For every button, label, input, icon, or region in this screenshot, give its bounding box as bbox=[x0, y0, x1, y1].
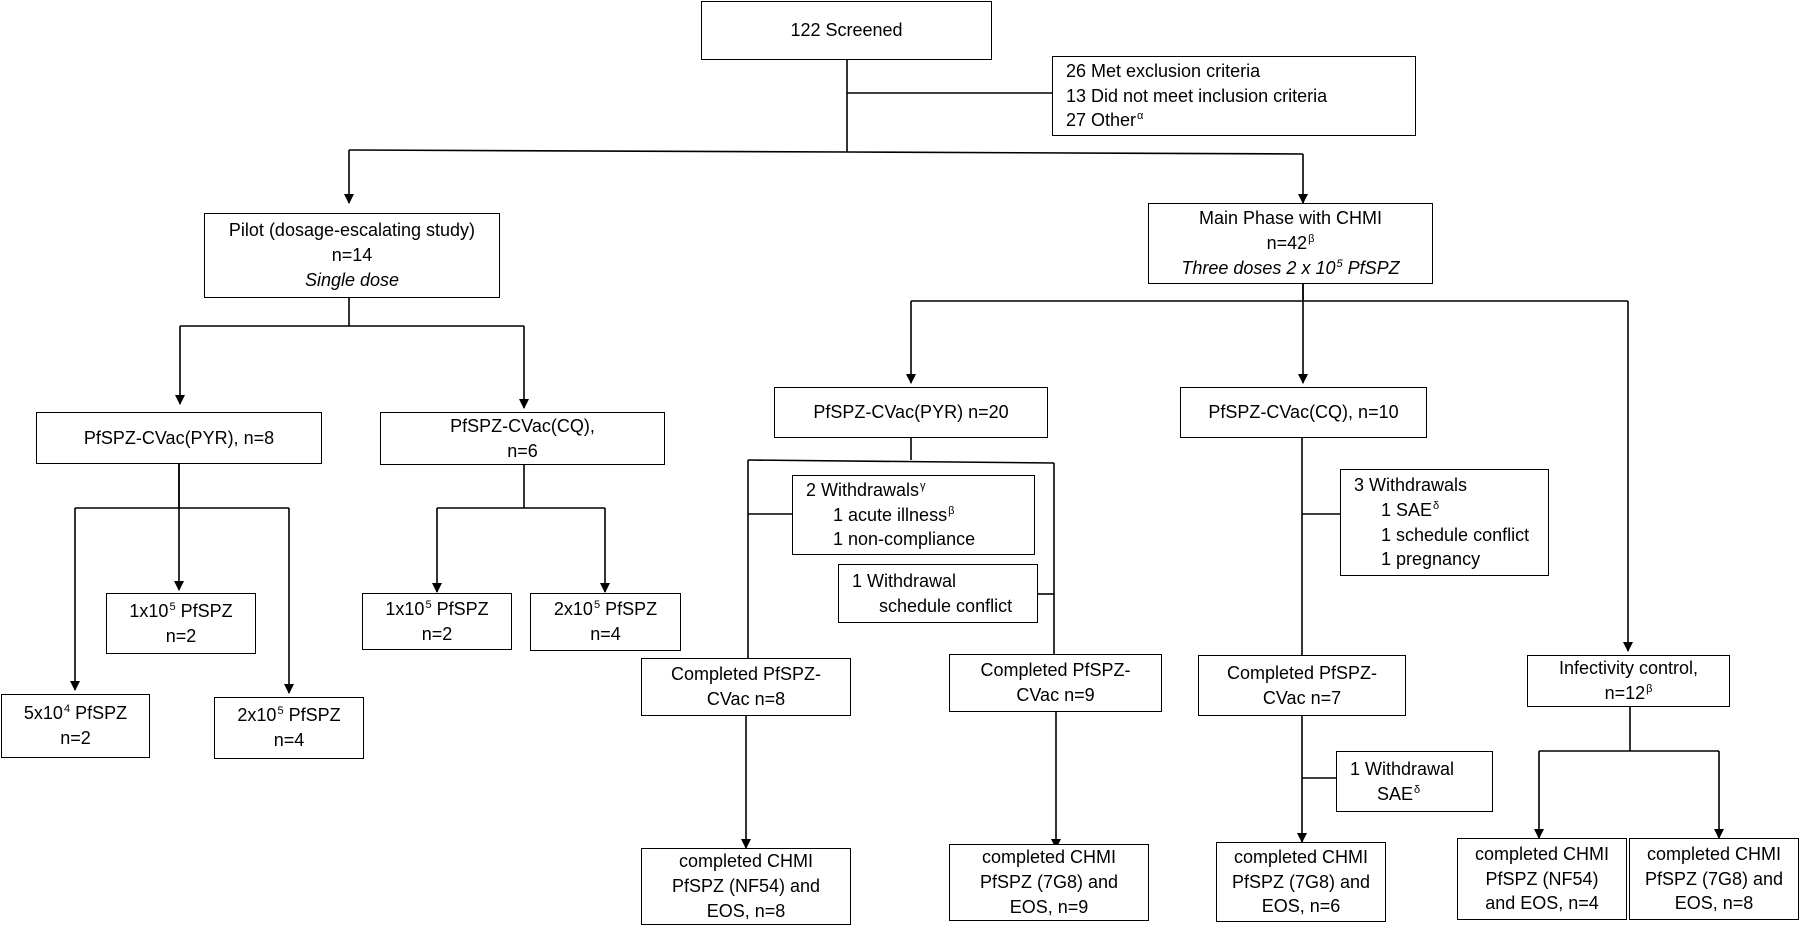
cq-completed-line-1: Completed PfSPZ- bbox=[1226, 662, 1378, 683]
pilot-cq-box: PfSPZ-CVac(CQ), n=6 bbox=[380, 412, 665, 465]
chmi-cq-box: completed CHMI PfSPZ (7G8) and EOS, n=6 bbox=[1216, 842, 1386, 922]
cq-withdrawal2-box: 1 Withdrawal SAEδ bbox=[1336, 751, 1493, 812]
chmi-pyr-b-line-3: EOS, n=9 bbox=[1009, 896, 1089, 917]
cq-withdrawals-line-4: 1 pregnancy bbox=[1381, 549, 1481, 570]
pilot-n: n=14 bbox=[331, 245, 373, 266]
chmi-pyr-a-box: completed CHMI PfSPZ (NF54) and EOS, n=8 bbox=[641, 848, 851, 925]
pyr-withdrawal2-box: 1 Withdrawal schedule conflict bbox=[838, 564, 1038, 623]
cq-1x10-5-n: n=2 bbox=[421, 623, 453, 644]
pyr-2x10-5-box: 2x105 PfSPZ n=4 bbox=[214, 697, 364, 759]
infectivity-line-2: n=12β bbox=[1604, 683, 1653, 703]
pyr-withdrawals-box: 2 Withdrawalsγ 1 acute illnessβ 1 non-co… bbox=[792, 475, 1035, 555]
chmi-inf-a-line-3: and EOS, n=4 bbox=[1485, 893, 1599, 914]
pyr-withdrawals-line-3: 1 non-compliance bbox=[833, 529, 976, 550]
main-cq-label: PfSPZ-CVac(CQ), n=10 bbox=[1208, 402, 1399, 423]
chmi-pyr-a-line-3: EOS, n=8 bbox=[706, 900, 786, 921]
pyr-completed-a-line-1: Completed PfSPZ- bbox=[670, 664, 822, 685]
cq-completed-box: Completed PfSPZ- CVac n=7 bbox=[1198, 655, 1406, 716]
chmi-pyr-b-box: completed CHMI PfSPZ (7G8) and EOS, n=9 bbox=[949, 844, 1149, 921]
exclusions-line-3: 27 Otherα bbox=[1066, 110, 1144, 131]
cq-withdrawals-line-2: 1 SAEδ bbox=[1381, 499, 1440, 520]
pilot-box: Pilot (dosage-escalating study) n=14 Sin… bbox=[204, 213, 500, 298]
main-phase-n: n=42β bbox=[1266, 233, 1315, 254]
cq-1x10-5-box: 1x105 PfSPZ n=2 bbox=[362, 593, 512, 650]
main-pyr-box: PfSPZ-CVac(PYR) n=20 bbox=[774, 387, 1048, 438]
chmi-inf-b-line-3: EOS, n=8 bbox=[1674, 893, 1754, 914]
chmi-inf-a-line-2: PfSPZ (NF54) bbox=[1485, 868, 1599, 889]
pilot-cq-line-1: PfSPZ-CVac(CQ), bbox=[450, 415, 595, 436]
cq-2x10-5-box: 2x105 PfSPZ n=4 bbox=[530, 593, 681, 651]
pilot-pyr-label: PfSPZ-CVac(PYR), n=8 bbox=[83, 427, 275, 448]
cq-withdrawal2-line-1: 1 Withdrawal bbox=[1350, 758, 1455, 779]
pilot-title: Pilot (dosage-escalating study) bbox=[228, 220, 476, 241]
cq-1x10-5-dose: 1x105 PfSPZ bbox=[385, 598, 489, 619]
chmi-inf-b-line-1: completed CHMI bbox=[1646, 843, 1782, 864]
cq-withdrawals-box: 3 Withdrawals 1 SAEδ 1 schedule conflict… bbox=[1340, 469, 1549, 576]
pyr-completed-a-box: Completed PfSPZ- CVac n=8 bbox=[641, 658, 851, 716]
cq-withdrawals-line-1: 3 Withdrawals bbox=[1354, 474, 1468, 495]
infectivity-line-1: Infectivity control, bbox=[1558, 658, 1699, 679]
chmi-cq-line-3: EOS, n=6 bbox=[1261, 896, 1341, 917]
pyr-completed-b-box: Completed PfSPZ- CVac n=9 bbox=[949, 654, 1162, 712]
chmi-cq-line-1: completed CHMI bbox=[1233, 846, 1369, 867]
pyr-5x10-4-dose: 5x104 PfSPZ bbox=[23, 703, 128, 724]
pyr-withdrawal2-line-2: schedule conflict bbox=[879, 595, 1013, 616]
pyr-completed-a-line-2: CVac n=8 bbox=[706, 689, 786, 709]
pyr-withdrawals-line-1: 2 Withdrawalsγ bbox=[806, 479, 926, 500]
pyr-5x10-4-box: 5x104 PfSPZ n=2 bbox=[1, 694, 150, 758]
screened-box: 122 Screened bbox=[701, 1, 992, 60]
cq-2x10-5-dose: 2x105 PfSPZ bbox=[553, 599, 658, 620]
screened-label: 122 Screened bbox=[790, 20, 903, 41]
pyr-5x10-4-n: n=2 bbox=[60, 728, 91, 748]
chmi-pyr-b-line-2: PfSPZ (7G8) and bbox=[979, 872, 1119, 893]
exclusions-line-1: 26 Met exclusion criteria bbox=[1066, 60, 1261, 81]
exclusions-box: 26 Met exclusion criteria 13 Did not mee… bbox=[1052, 56, 1416, 136]
cq-2x10-5-n: n=4 bbox=[590, 624, 621, 644]
chmi-pyr-a-line-1: completed CHMI bbox=[678, 851, 814, 872]
pilot-dose: Single dose bbox=[304, 269, 400, 290]
connector-top-split bbox=[348, 149, 1304, 155]
main-phase-dose: Three doses 2 x 105 PfSPZ bbox=[1181, 257, 1400, 278]
chmi-inf-a-line-1: completed CHMI bbox=[1474, 843, 1610, 864]
cq-withdrawal2-line-2: SAEδ bbox=[1377, 783, 1421, 804]
chmi-pyr-b-line-1: completed CHMI bbox=[981, 847, 1117, 868]
pyr-withdrawals-line-2: 1 acute illnessβ bbox=[833, 504, 955, 525]
chmi-pyr-a-line-2: PfSPZ (NF54) and bbox=[671, 876, 821, 897]
pyr-withdrawal2-line-1: 1 Withdrawal bbox=[852, 570, 957, 591]
pyr-2x10-5-n: n=4 bbox=[273, 730, 305, 750]
cq-withdrawals-line-3: 1 schedule conflict bbox=[1381, 524, 1530, 545]
pilot-cq-line-2: n=6 bbox=[507, 440, 538, 461]
main-phase-title: Main Phase with CHMI bbox=[1198, 208, 1383, 229]
chmi-inf-b-box: completed CHMI PfSPZ (7G8) and EOS, n=8 bbox=[1629, 838, 1799, 920]
pyr-1x10-5-dose: 1x105 PfSPZ bbox=[129, 600, 233, 621]
pyr-completed-b-line-1: Completed PfSPZ- bbox=[980, 660, 1131, 681]
pyr-2x10-5-dose: 2x105 PfSPZ bbox=[237, 705, 341, 726]
pyr-1x10-5-box: 1x105 PfSPZ n=2 bbox=[106, 593, 256, 654]
main-phase-box: Main Phase with CHMI n=42β Three doses 2… bbox=[1148, 203, 1433, 284]
cq-completed-line-2: CVac n=7 bbox=[1262, 687, 1342, 708]
chmi-inf-a-box: completed CHMI PfSPZ (NF54) and EOS, n=4 bbox=[1457, 838, 1627, 920]
main-pyr-label: PfSPZ-CVac(PYR) n=20 bbox=[813, 402, 1009, 423]
pyr-1x10-5-n: n=2 bbox=[165, 625, 197, 646]
infectivity-control-box: Infectivity control, n=12β bbox=[1527, 655, 1730, 707]
chmi-inf-b-line-2: PfSPZ (7G8) and bbox=[1644, 868, 1784, 889]
exclusions-line-2: 13 Did not meet inclusion criteria bbox=[1066, 85, 1328, 106]
main-cq-box: PfSPZ-CVac(CQ), n=10 bbox=[1180, 387, 1427, 438]
chmi-cq-line-2: PfSPZ (7G8) and bbox=[1231, 871, 1371, 892]
connector-main-pyr-split bbox=[747, 459, 1055, 464]
pilot-pyr-box: PfSPZ-CVac(PYR), n=8 bbox=[36, 412, 322, 464]
superscript-alpha: α bbox=[1137, 110, 1144, 123]
pyr-completed-b-line-2: CVac n=9 bbox=[1016, 685, 1095, 705]
